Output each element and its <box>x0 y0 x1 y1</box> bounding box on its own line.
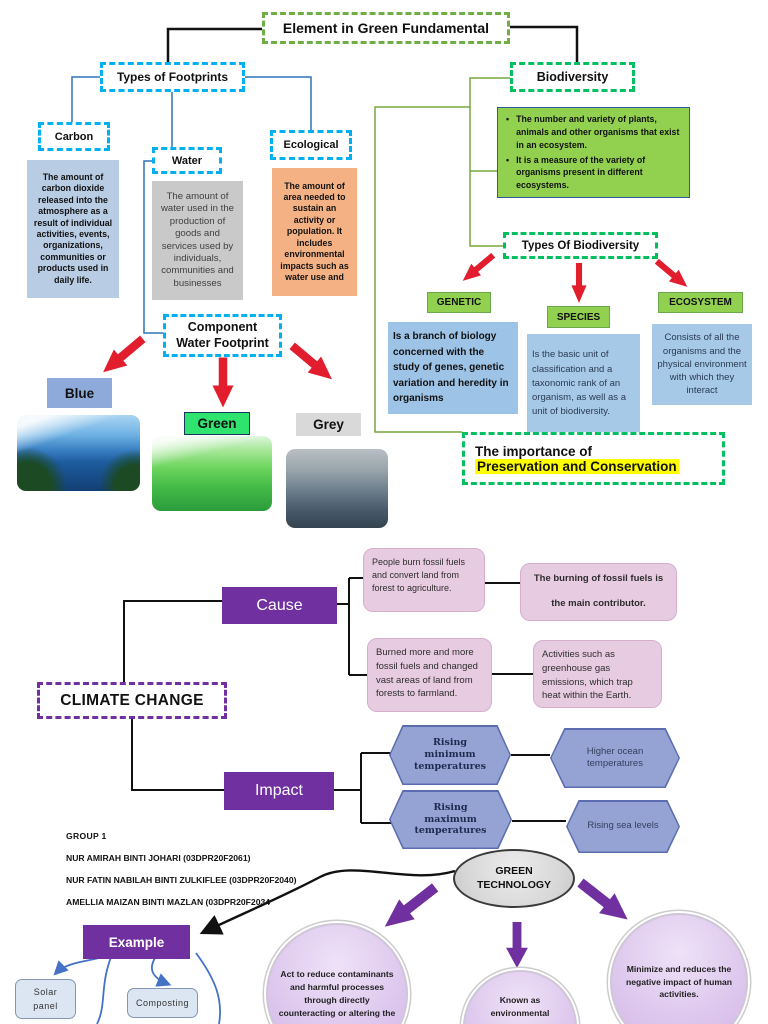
group-member-1: NUR AMIRAH BINTI JOHARI (03DPR20F2061) <box>66 853 251 863</box>
ecosystem-desc: Consists of all the organisms and the ph… <box>652 324 752 405</box>
carbon-desc: The amount of carbon dioxide released in… <box>27 160 119 298</box>
arrow-to-right-circle-icon <box>571 871 637 932</box>
green-technology-node: GREEN TECHNOLOGY <box>453 849 575 908</box>
biodiversity-bullet-2-text: It is a measure of the variety of organi… <box>516 154 646 191</box>
biodiversity-bullet-1-text: The number and variety of plants, animal… <box>516 114 680 150</box>
importance-node: The importance of Preservation and Conse… <box>462 432 725 485</box>
green-tech-circle-left: Act to reduce contaminants and harmful p… <box>266 923 408 1024</box>
green-water-photo <box>152 436 272 511</box>
green-tech-circle-mid: Known as environmental <box>463 970 577 1024</box>
green-tech-circle-right: Minimize and reduces the negative impact… <box>610 913 748 1024</box>
bullet-icon: • <box>506 114 510 125</box>
water-node: Water <box>152 147 222 174</box>
cause-box-2: The burning of fossil fuels is the main … <box>520 563 677 621</box>
biodiversity-bullet-1: • The number and variety of plants, anima… <box>506 113 681 151</box>
blue-water-photo <box>17 415 140 491</box>
impact-hex-2: Higher ocean temperatures <box>550 728 680 788</box>
impact-hex-3-text: Rising maximum temperatures <box>390 791 511 848</box>
impact-hex-1-text: Rising minimum temperatures <box>390 726 510 784</box>
cause-box-4: Activities such as greenhouse gas emissi… <box>533 640 662 708</box>
biodiversity-node: Biodiversity <box>510 62 635 92</box>
ecological-node: Ecological <box>270 130 352 160</box>
bullet-icon: • <box>506 154 510 165</box>
example-node: Example <box>83 925 190 959</box>
ecosystem-label: ECOSYSTEM <box>658 292 743 313</box>
carbon-node: Carbon <box>38 122 110 151</box>
cause-box-1: People burn fossil fuels and convert lan… <box>363 548 485 612</box>
example-composting: Composting <box>127 988 198 1018</box>
impact-node: Impact <box>224 772 334 810</box>
impact-hex-3: Rising maximum temperatures <box>389 790 512 849</box>
blue-water-label: Blue <box>47 378 112 408</box>
arrow-to-blue-icon <box>95 329 151 382</box>
group-title: GROUP 1 <box>66 831 107 841</box>
importance-line1: The importance of <box>475 443 593 459</box>
genetic-label: GENETIC <box>427 292 491 313</box>
grey-water-label: Grey <box>296 413 361 436</box>
cause-box-3: Burned more and more fossil fuels and ch… <box>367 638 492 712</box>
biodiversity-bullet-2: • It is a measure of the variety of organ… <box>506 154 681 192</box>
cause-node: Cause <box>222 587 337 624</box>
impact-hex-4-text: Rising sea levels <box>567 801 679 852</box>
types-of-biodiversity-node: Types Of Biodiversity <box>503 232 658 259</box>
arrow-to-ecosystem-icon <box>651 254 693 294</box>
arrow-to-left-circle-icon <box>376 875 445 938</box>
arrow-to-green-icon <box>211 358 236 408</box>
impact-hex-2-text: Higher ocean temperatures <box>551 729 679 787</box>
ecological-desc: The amount of area needed to sustain an … <box>272 168 357 296</box>
impact-hex-4: Rising sea levels <box>566 800 680 853</box>
arrow-to-mid-circle-icon <box>504 922 530 968</box>
arrow-to-species-icon <box>570 263 588 303</box>
types-of-footprints-node: Types of Footprints <box>100 62 245 92</box>
water-desc: The amount of water used in the producti… <box>152 181 243 300</box>
climate-change-node: CLIMATE CHANGE <box>37 682 227 719</box>
group-member-2: NUR FATIN NABILAH BINTI ZULKIFLEE (03DPR… <box>66 875 297 885</box>
importance-line2-highlighted: Preservation and Conservation <box>475 458 679 474</box>
genetic-desc: Is a branch of biology concerned with th… <box>388 322 518 414</box>
example-solar-panel: Solar panel <box>15 979 76 1019</box>
title-node: Element in Green Fundamental <box>262 12 510 44</box>
component-water-footprint-node: Component Water Footprint <box>163 314 282 357</box>
arrow-to-genetic-icon <box>457 248 499 288</box>
species-label: SPECIES <box>547 306 610 328</box>
arrow-to-grey-icon <box>284 336 340 389</box>
group-member-3: AMELLIA MAIZAN BINTI MAZLAN (03DPR20F203… <box>66 897 271 907</box>
species-desc: Is the basic unit of classification and … <box>527 334 640 434</box>
biodiversity-definition-box: • The number and variety of plants, anima… <box>497 107 690 198</box>
impact-hex-1: Rising minimum temperatures <box>389 725 511 785</box>
grey-water-photo <box>286 449 388 528</box>
green-water-label: Green <box>184 412 250 435</box>
